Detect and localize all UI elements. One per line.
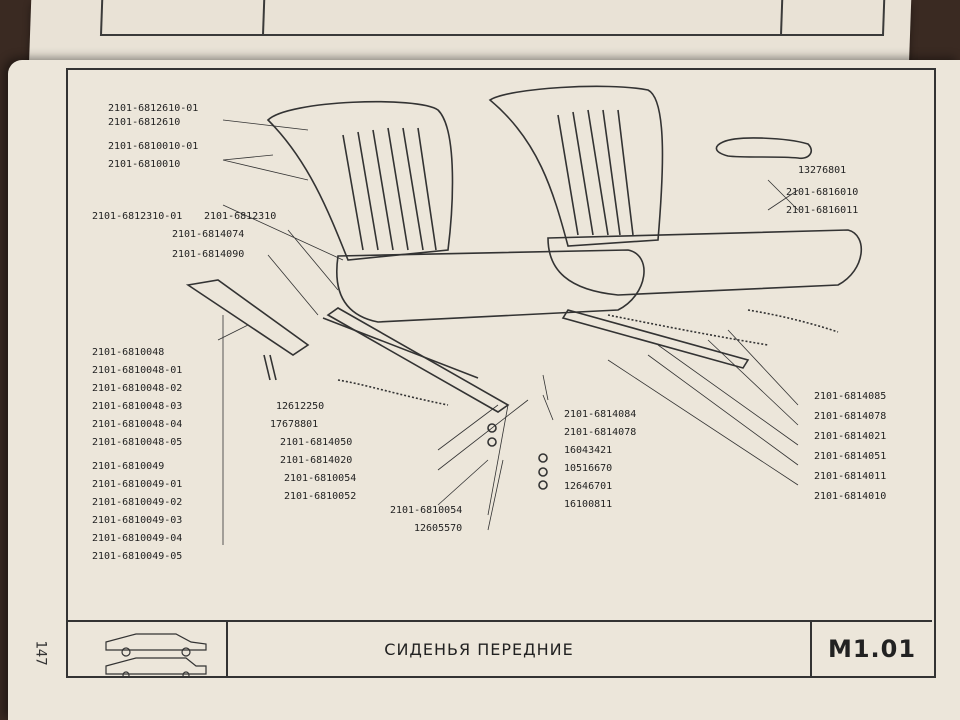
part-label: 2101-6810048-02 xyxy=(92,383,183,394)
part-label: 13276801 xyxy=(798,165,847,176)
part-label: 12612250 xyxy=(276,401,325,412)
section-code: M1.01 xyxy=(827,635,917,663)
page-frame xyxy=(66,68,936,678)
seat-spring xyxy=(337,379,449,406)
part-label: 2101-6810049-05 xyxy=(92,551,183,562)
part-label: 2101-6810049 xyxy=(92,461,165,472)
seat-illustration xyxy=(185,85,862,545)
page-number: 147 xyxy=(32,640,49,666)
side-trim-panel xyxy=(185,279,310,356)
part-label: 2101-6812310-01 xyxy=(92,211,183,222)
section-code-box: M1.01 xyxy=(810,622,932,676)
seat-rail xyxy=(326,307,510,413)
part-label: 2101-6814090 xyxy=(172,249,245,260)
part-label: 2101-6814078 xyxy=(564,427,637,438)
part-label: 2101-6814011 xyxy=(814,471,887,482)
part-label: 12646701 xyxy=(564,481,613,492)
sedan-icon xyxy=(105,633,207,676)
armrest xyxy=(715,137,813,160)
part-label: 2101-6816010 xyxy=(786,187,859,198)
rear-seat-cushion xyxy=(547,229,862,296)
part-label: 2101-6810048-01 xyxy=(92,365,183,376)
underlying-page-table xyxy=(99,0,886,36)
catalog-page: 2101-6812610-01 2101-6812610 2101-681001… xyxy=(8,60,960,720)
part-label: 2101-6810054 xyxy=(284,473,357,484)
car-icons xyxy=(66,622,228,676)
part-label: 2101-6810048 xyxy=(92,347,165,358)
part-label: 2101-6814021 xyxy=(814,431,887,442)
page-title: СИДЕНЬЯ ПЕРЕДНИЕ xyxy=(384,639,574,659)
front-seat-cushion xyxy=(336,249,645,323)
part-label: 2101-6816011 xyxy=(786,205,859,216)
part-label: 16100811 xyxy=(564,499,613,510)
part-label: 2101-6812310 xyxy=(204,211,277,222)
part-label: 2101-6814050 xyxy=(280,437,353,448)
rear-seat-backrest xyxy=(488,85,664,247)
part-label: 2101-6810049-03 xyxy=(92,515,183,526)
title-block: СИДЕНЬЯ ПЕРЕДНИЕ M1.01 xyxy=(66,620,932,676)
part-label: 17678801 xyxy=(270,419,319,430)
part-label: 2101-6814085 xyxy=(814,391,887,402)
part-label: 2101-6814084 xyxy=(564,409,637,420)
part-label: 2101-6810048-03 xyxy=(92,401,183,412)
part-label: 2101-6810010-01 xyxy=(108,141,199,152)
part-label: 2101-6810010 xyxy=(108,159,181,170)
part-label: 2101-6810052 xyxy=(284,491,357,502)
part-label: 12605570 xyxy=(414,523,463,534)
part-label: 2101-6814078 xyxy=(814,411,887,422)
front-seat-backrest xyxy=(266,100,454,261)
part-label: 2101-6812610-01 xyxy=(108,103,199,114)
part-label: 2101-6814020 xyxy=(280,455,353,466)
part-label: 2101-6810048-05 xyxy=(92,437,183,448)
part-label: 2101-6810049-04 xyxy=(92,533,183,544)
part-label: 2101-6814074 xyxy=(172,229,245,240)
part-label: 2101-6810054 xyxy=(390,505,463,516)
part-label: 2101-6812610 xyxy=(108,117,181,128)
part-label: 2101-6810048-04 xyxy=(92,419,183,430)
title-area: СИДЕНЬЯ ПЕРЕДНИЕ xyxy=(226,622,812,676)
part-label: 2101-6810049-02 xyxy=(92,497,183,508)
part-label: 2101-6814010 xyxy=(814,491,887,502)
part-label: 2101-6814051 xyxy=(814,451,887,462)
part-label: 10516670 xyxy=(564,463,613,474)
part-label: 2101-6810049-01 xyxy=(92,479,183,490)
part-label: 16043421 xyxy=(564,445,613,456)
